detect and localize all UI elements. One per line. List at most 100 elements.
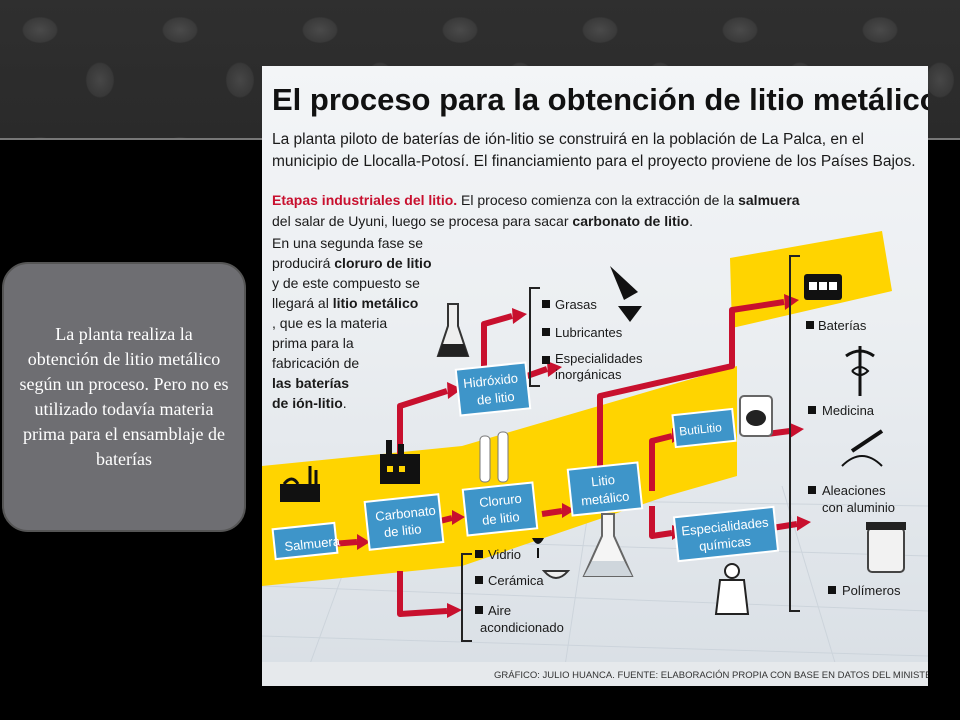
- caduceus-icon: [845, 346, 875, 396]
- flask-icon: [436, 303, 470, 357]
- bullet-icon: [542, 300, 550, 308]
- phase2-text-producira: producirá: [272, 255, 334, 271]
- infographic-diagram: El proceso para la obtención de litio me…: [262, 82, 928, 686]
- box-litio-metalico: [566, 461, 644, 517]
- phase2-line-8: las baterías: [272, 375, 349, 391]
- process-boxes: Salmuera Carbonato de litio Hidróxido de…: [271, 361, 780, 563]
- infographic-title: El proceso para la obtención de litio me…: [272, 82, 928, 117]
- stages-text-b: del salar de Uyuni, luego se procesa par…: [272, 213, 572, 229]
- product-lubricantes: Lubricantes: [555, 325, 623, 340]
- bullet-icon: [475, 576, 483, 584]
- product-baterias: Baterías: [818, 318, 867, 333]
- label-hidroxido-1: Hidróxido: [462, 370, 518, 391]
- phase2-bold-litio: litio metálico: [333, 295, 419, 311]
- bullet-icon: [475, 606, 483, 614]
- product-vidrio: Vidrio: [488, 547, 521, 562]
- phase-two-text: En una segunda fase se producirá cloruro…: [272, 235, 432, 411]
- bullet-icon: [808, 486, 816, 494]
- box-hidroxido: [454, 361, 532, 417]
- phase2-line-2: producirá cloruro de litio: [272, 255, 432, 271]
- product-polimeros: Polímeros: [842, 583, 901, 598]
- stages-text-c: .: [689, 213, 693, 229]
- label-especialidades-2: químicas: [698, 533, 752, 553]
- welding-icon: [841, 429, 884, 467]
- arrow-carbonato-products: [397, 571, 448, 617]
- stages-bold-salmuera: salmuera: [738, 192, 800, 208]
- factory-icon: [380, 440, 420, 484]
- callout-box: La planta realiza la obtención de litio …: [2, 262, 246, 532]
- bullet-icon: [475, 550, 483, 558]
- box-butilitio: [671, 407, 737, 449]
- bullet-icon: [808, 406, 816, 414]
- beaker-icon: [582, 513, 634, 577]
- hidroxido-products: Grasas Lubricantes Especialidades inorgá…: [542, 297, 643, 382]
- bullet-icon: [806, 321, 814, 329]
- bracket-carbonato: [461, 553, 472, 642]
- chemist-figure-icon: [714, 563, 750, 615]
- phase2-bold-cloruro: cloruro de litio: [334, 255, 431, 271]
- label-cloruro-1: Cloruro: [478, 491, 522, 510]
- product-acondicionado: acondicionado: [480, 620, 564, 635]
- phase2-line-7: fabricación de: [272, 355, 359, 371]
- box-cloruro: [461, 481, 539, 537]
- phase2-period: .: [343, 395, 347, 411]
- final-products: Baterías Medicina Aleaciones con alumini…: [806, 318, 901, 598]
- credit-strip: [262, 662, 928, 686]
- stages-line-1: Etapas industriales del litio. El proces…: [272, 192, 800, 208]
- polymer-jar-icon: [866, 522, 906, 573]
- label-litio-2: metálico: [580, 489, 630, 509]
- butilitio-jar-icon: [739, 395, 773, 437]
- label-butilitio: ButiLitio: [679, 420, 723, 438]
- product-brackets: [461, 255, 800, 642]
- phase2-line-5: , que es la materia: [272, 315, 387, 331]
- bowl-icon: [541, 570, 571, 579]
- salt-flat-icon: [280, 466, 320, 502]
- bracket-hidroxido: [529, 287, 540, 387]
- stages-line-2: del salar de Uyuni, luego se procesa par…: [272, 213, 693, 229]
- product-ceramica: Cerámica: [488, 573, 544, 588]
- arrow-cloruro-litio: [541, 508, 563, 517]
- box-carbonato: [363, 493, 445, 551]
- product-grasas: Grasas: [555, 297, 597, 312]
- callout-text: La planta realiza la obtención de litio …: [19, 324, 229, 469]
- arrow-litio-especialidades: [649, 506, 673, 539]
- label-litio-1: Litio: [590, 472, 615, 489]
- label-salmuera: Salmuera: [284, 533, 342, 554]
- product-especialidades: Especialidades: [555, 351, 643, 366]
- intro-line-1: La planta piloto de baterías de ión-liti…: [272, 131, 864, 148]
- infographic-image: El proceso para la obtención de litio me…: [262, 66, 928, 686]
- phase2-bold-ion-litio: de ión-litio: [272, 395, 343, 411]
- phase2-text-llegara: llegará al: [272, 295, 333, 311]
- product-medicina: Medicina: [822, 403, 875, 418]
- phase2-line-1: En una segunda fase se: [272, 235, 423, 251]
- bullet-icon: [542, 356, 550, 364]
- arrow-litio-butilitio: [649, 433, 673, 491]
- credit-text: GRÁFICO: JULIO HUANCA. FUENTE: ELABORACI…: [494, 670, 928, 681]
- label-hidroxido-2: de litio: [476, 389, 515, 408]
- label-cloruro-2: de litio: [481, 509, 520, 528]
- product-aire: Aire: [488, 603, 511, 618]
- test-tubes-icon: [479, 431, 509, 483]
- phase2-line-3: y de este compuesto se: [272, 275, 420, 291]
- product-aleaciones: Aleaciones: [822, 483, 886, 498]
- phase2-line-4: llegará al litio metálico: [272, 295, 418, 311]
- phase2-line-9: de ión-litio.: [272, 395, 347, 411]
- label-carbonato-1: Carbonato: [374, 503, 436, 524]
- product-con-aluminio: con aluminio: [822, 500, 895, 515]
- label-carbonato-2: de litio: [383, 521, 422, 540]
- stages-heading: Etapas industriales del litio.: [272, 192, 457, 208]
- bullet-icon: [828, 586, 836, 594]
- arrow-litio-baterias: [597, 299, 785, 471]
- stages-bold-carbonato: carbonato de litio: [572, 213, 689, 229]
- phase2-line-6: prima para la: [272, 335, 354, 351]
- arrow-hidroxido-up: [481, 313, 513, 376]
- wine-glass-icon: [532, 538, 544, 558]
- stages-text-a: El proceso comienza con la extracción de…: [457, 192, 738, 208]
- intro-line-2: municipio de Llocalla-Potosí. El financi…: [272, 153, 916, 170]
- bracket-final: [789, 255, 800, 612]
- bullet-icon: [542, 328, 550, 336]
- product-inorganicas: inorgánicas: [555, 367, 622, 382]
- box-especialidades: [672, 505, 780, 563]
- box-salmuera: [271, 521, 339, 561]
